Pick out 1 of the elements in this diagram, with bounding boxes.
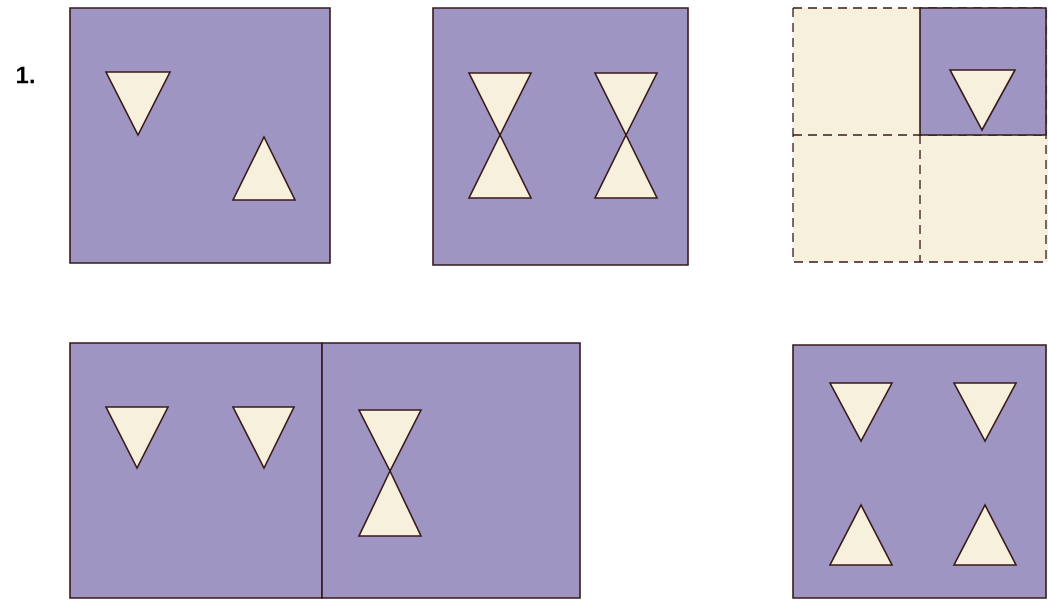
problem-number: 1. <box>17 66 34 84</box>
